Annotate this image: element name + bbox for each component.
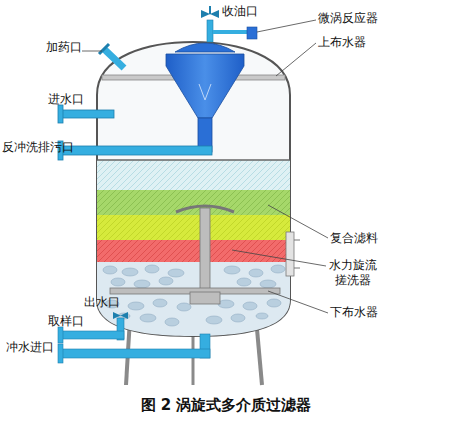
backwash-drain-pipe [62, 146, 212, 155]
filter-layer [97, 160, 290, 190]
reactor-fitting [247, 27, 257, 39]
pipe-flange [99, 44, 109, 54]
inlet-pipe [62, 110, 114, 118]
support-leg [192, 336, 195, 385]
gravel-layer [97, 262, 290, 342]
part-label: 微涡反应器 [318, 11, 378, 26]
part-label: 上布水器 [318, 35, 366, 50]
part-label: 进水口 [48, 92, 84, 107]
micro-vortex-reactor [166, 54, 244, 118]
distributor-hub [190, 292, 220, 304]
dosing-pipe [104, 49, 124, 68]
part-label: 收油口 [222, 4, 258, 19]
pipe-flange [58, 344, 63, 363]
gravel-pebbles [103, 265, 285, 326]
oil-pipe [207, 20, 213, 42]
filter-layer [97, 190, 290, 215]
oil-pipe [213, 30, 250, 34]
part-label: 下布水器 [330, 305, 378, 320]
figure-caption: 图 2 涡旋式多介质过滤器 [0, 396, 452, 415]
part-label: 冲水进口 [6, 340, 54, 355]
side-fitting [294, 240, 300, 241]
reactor-cap [175, 43, 235, 52]
leader-lines [82, 20, 328, 313]
layer-divider [97, 159, 290, 161]
valve-stem [209, 6, 211, 14]
part-label: 复合滤料 [330, 231, 378, 246]
pipe-flange [58, 327, 63, 343]
scrubber-pipe [200, 208, 210, 296]
flush-inlet-pipe [62, 349, 210, 358]
side-fitting [294, 268, 300, 269]
valve-symbol [113, 312, 128, 319]
filter-layer [97, 240, 290, 262]
filter-layer [97, 215, 290, 240]
part-label: 取样口 [48, 314, 84, 329]
part-label: 反冲洗排污口 [2, 140, 74, 155]
part-label: 出水口 [84, 295, 120, 310]
sampling-pipe [62, 331, 124, 339]
part-label: 水力旋流 搓洗器 [326, 258, 380, 288]
pipe-flange [58, 105, 63, 123]
side-fitting [286, 232, 294, 276]
part-label: 加药口 [46, 40, 82, 55]
vessel-shell [97, 42, 290, 336]
reactor-vortex [199, 84, 211, 100]
